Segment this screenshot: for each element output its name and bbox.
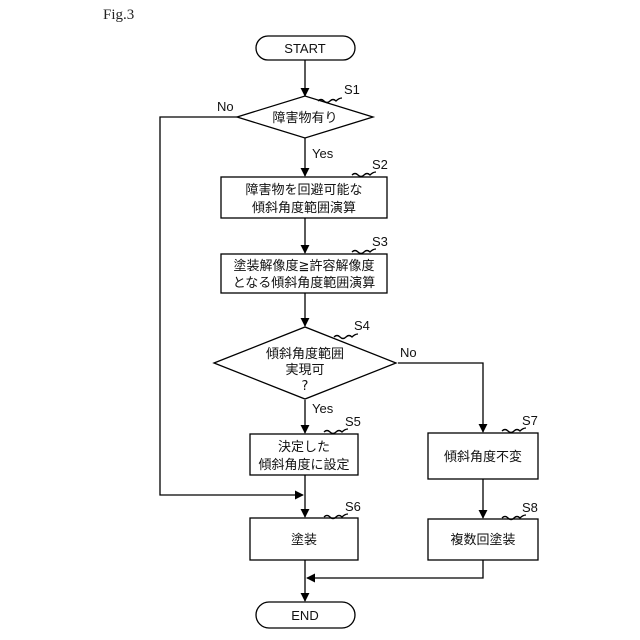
s4-text-1: 傾斜角度範囲 bbox=[266, 346, 344, 362]
decision-s1: 障害物有り bbox=[237, 96, 373, 138]
s7-step-label: S7 bbox=[522, 413, 538, 428]
s7-leader bbox=[502, 428, 526, 433]
start-label: START bbox=[284, 41, 325, 56]
s7-text-1: 傾斜角度不変 bbox=[444, 449, 522, 465]
s1-step-label: S1 bbox=[344, 82, 360, 97]
s3-step-label: S3 bbox=[372, 234, 388, 249]
process-s7: 傾斜角度不変 bbox=[428, 433, 538, 479]
s5-text-2: 傾斜角度に設定 bbox=[258, 457, 349, 473]
s1-text-1: 障害物有り bbox=[272, 110, 337, 126]
s2-step-label: S2 bbox=[372, 157, 388, 172]
edge-s4-no-to-s7 bbox=[398, 363, 483, 432]
s1-no-label: No bbox=[217, 99, 234, 114]
s5-step-label: S5 bbox=[345, 414, 361, 429]
s4-text-2: 実現可 bbox=[285, 362, 324, 378]
s2-leader bbox=[352, 172, 376, 177]
process-s8: 複数回塗装 bbox=[428, 519, 538, 560]
s6-step-label: S6 bbox=[345, 499, 361, 514]
s2-text-1: 障害物を回避可能な bbox=[245, 182, 362, 198]
s2-text-2: 傾斜角度範囲演算 bbox=[252, 200, 356, 216]
s5-leader bbox=[324, 429, 348, 434]
process-s2: 障害物を回避可能な 傾斜角度範囲演算 bbox=[221, 177, 387, 218]
s3-text-1: 塗装解像度≧許容解像度 bbox=[234, 258, 375, 274]
s3-leader bbox=[352, 249, 376, 254]
s4-step-label: S4 bbox=[354, 318, 370, 333]
s1-yes-label: Yes bbox=[312, 146, 334, 161]
s8-text-1: 複数回塗装 bbox=[450, 532, 515, 548]
s4-yes-label: Yes bbox=[312, 401, 334, 416]
s4-no-label: No bbox=[400, 345, 417, 360]
s8-step-label: S8 bbox=[522, 500, 538, 515]
process-s5: 決定した 傾斜角度に設定 bbox=[250, 434, 358, 475]
process-s6: 塗装 bbox=[250, 518, 358, 560]
process-s3: 塗装解像度≧許容解像度 となる傾斜角度範囲演算 bbox=[221, 254, 387, 293]
s6-text-1: 塗装 bbox=[291, 532, 317, 548]
decision-s4: 傾斜角度範囲 実現可 ? bbox=[214, 327, 396, 399]
s4-text-3: ? bbox=[302, 379, 309, 394]
end-label: END bbox=[291, 608, 318, 623]
edge-s8-to-end bbox=[307, 560, 483, 578]
s3-text-2: となる傾斜角度範囲演算 bbox=[233, 275, 376, 291]
end-terminal: END bbox=[256, 602, 355, 628]
start-terminal: START bbox=[256, 36, 355, 60]
s5-text-1: 決定した bbox=[278, 440, 330, 455]
s4-leader bbox=[334, 334, 358, 339]
